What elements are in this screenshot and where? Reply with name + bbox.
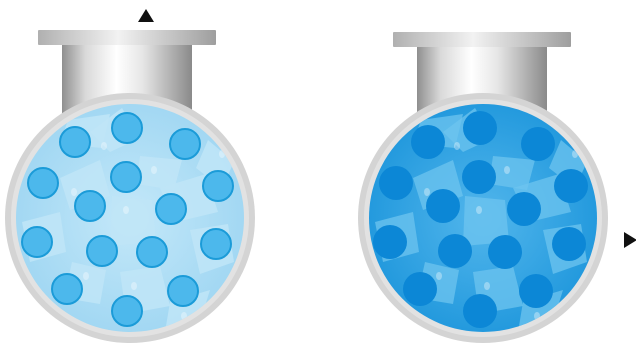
bead	[137, 237, 167, 267]
bead	[554, 169, 588, 203]
crystal-highlight	[504, 166, 510, 174]
crystal-highlight	[484, 282, 490, 290]
crystal-highlight	[83, 272, 89, 280]
crystal-highlight	[71, 188, 77, 196]
bead	[112, 113, 142, 143]
bead	[403, 272, 437, 306]
bead	[463, 294, 497, 328]
bead	[373, 225, 407, 259]
crystal-highlight	[131, 282, 137, 290]
bead	[411, 125, 445, 159]
bead	[379, 166, 413, 200]
bead	[488, 235, 522, 269]
arrow-right-icon	[624, 232, 636, 248]
crystal-highlight	[123, 206, 129, 214]
bead	[201, 229, 231, 259]
crystal-highlight	[476, 206, 482, 214]
crystal-highlight	[424, 188, 430, 196]
flange-left	[38, 30, 216, 45]
crystal-highlight	[101, 142, 107, 150]
bead	[52, 274, 82, 304]
crystal-highlight	[436, 272, 442, 280]
vessel-right	[358, 32, 608, 343]
bead	[552, 227, 586, 261]
crystal-highlight	[151, 166, 157, 174]
vessel-left	[5, 30, 255, 343]
bead	[507, 192, 541, 226]
bead	[156, 194, 186, 224]
crystal-highlight	[454, 142, 460, 150]
bead	[462, 160, 496, 194]
bead	[22, 227, 52, 257]
bead	[426, 189, 460, 223]
bead	[75, 191, 105, 221]
bead	[168, 276, 198, 306]
flange-right	[393, 32, 571, 47]
bead	[111, 162, 141, 192]
bead	[60, 127, 90, 157]
bead	[112, 296, 142, 326]
bead	[463, 111, 497, 145]
bead	[170, 129, 200, 159]
bead	[521, 127, 555, 161]
bead	[438, 234, 472, 268]
bead	[87, 236, 117, 266]
arrow-up-icon	[138, 9, 154, 22]
bead	[519, 274, 553, 308]
bead	[203, 171, 233, 201]
bead	[28, 168, 58, 198]
